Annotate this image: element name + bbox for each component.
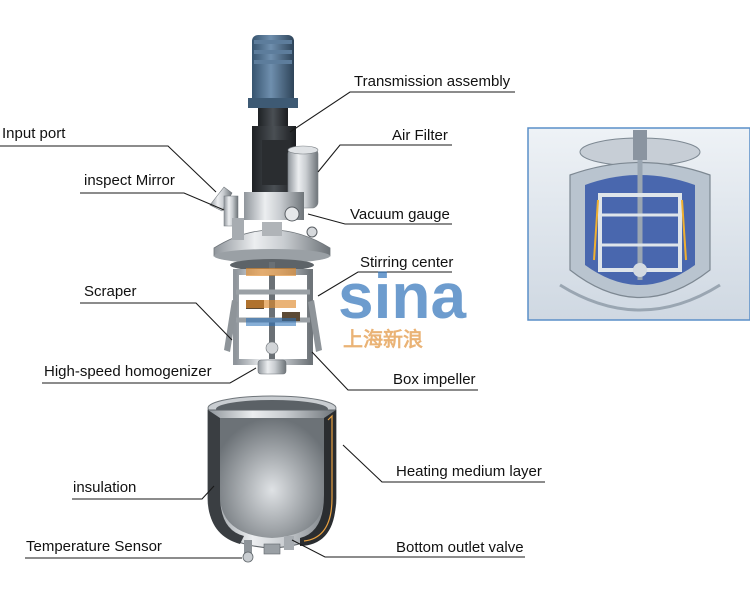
reactor-tank bbox=[207, 395, 337, 563]
leader-input-port bbox=[0, 145, 217, 193]
leader-insulation bbox=[72, 485, 215, 500]
cutaway-inset bbox=[527, 127, 750, 321]
leader-bottom-valve bbox=[291, 539, 525, 558]
logo-subtext: 上海新浪 bbox=[343, 327, 423, 351]
leader-lines bbox=[0, 91, 545, 559]
leader-inspect-mirror bbox=[80, 192, 225, 211]
label-bottom-outlet-valve: Bottom outlet valve bbox=[396, 539, 524, 556]
leader-vacuum-gauge bbox=[307, 213, 452, 225]
leader-box-impeller bbox=[311, 351, 478, 391]
label-vacuum-gauge: Vacuum gauge bbox=[350, 206, 450, 223]
impeller-assembly bbox=[224, 262, 322, 375]
leader-transmission bbox=[289, 91, 515, 133]
label-input-port: Input port bbox=[2, 125, 66, 142]
leader-stirring-center bbox=[317, 271, 452, 297]
label-insulation: insulation bbox=[73, 479, 137, 496]
leader-heating-layer bbox=[342, 444, 545, 483]
label-air-filter: Air Filter bbox=[392, 127, 448, 144]
leader-homogenizer bbox=[42, 367, 257, 384]
label-transmission-assembly: Transmission assembly bbox=[354, 73, 511, 90]
label-box-impeller: Box impeller bbox=[393, 371, 476, 388]
leader-scraper bbox=[80, 302, 233, 341]
label-inspect-mirror: inspect Mirror bbox=[84, 172, 175, 189]
label-stirring-center: Stirring center bbox=[360, 254, 454, 271]
label-scraper: Scraper bbox=[84, 283, 137, 300]
label-high-speed-homogenizer: High-speed homogenizer bbox=[44, 363, 212, 380]
reactor-lid bbox=[209, 186, 331, 271]
motor-assembly bbox=[248, 35, 298, 196]
label-heating-medium-layer: Heating medium layer bbox=[396, 463, 542, 480]
sina-logo-watermark: sina 上海新浪 bbox=[246, 260, 466, 351]
label-temperature-sensor: Temperature Sensor bbox=[26, 538, 162, 555]
leader-air-filter bbox=[317, 144, 452, 173]
logo-text: sina bbox=[338, 260, 466, 332]
